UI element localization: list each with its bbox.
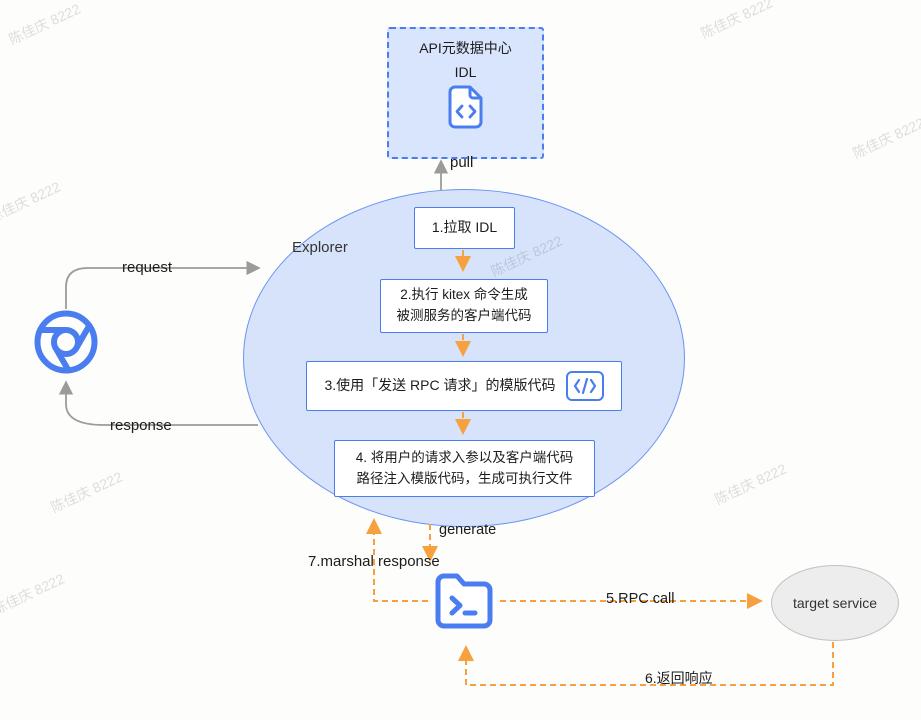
watermark: 陈佳庆 8222 xyxy=(0,178,63,226)
target-service-node: target service xyxy=(771,565,899,641)
watermark: 陈佳庆 8222 xyxy=(850,114,921,162)
browser-chrome-icon xyxy=(34,310,98,374)
api-metadata-center-node: API元数据中心 IDL xyxy=(387,27,544,159)
return-response-label: 6.返回响应 xyxy=(645,670,713,686)
api-center-title: API元数据中心 xyxy=(419,40,512,56)
rpc-call-label: 5.RPC call xyxy=(606,591,675,607)
response-label: response xyxy=(110,417,172,434)
step-2-box: 2.执行 kitex 命令生成 被测服务的客户端代码 xyxy=(380,279,548,333)
watermark: 陈佳庆 8222 xyxy=(48,468,125,516)
step-1-text: 1.拉取 IDL xyxy=(431,219,498,236)
watermark: 陈佳庆 8222 xyxy=(6,0,83,48)
request-label: request xyxy=(122,259,173,276)
idl-file-code-icon xyxy=(448,85,482,129)
step-3-box: 3.使用「发送 RPC 请求」的模版代码 xyxy=(306,361,622,411)
generate-label: generate xyxy=(439,522,497,538)
watermark: 陈佳庆 8222 xyxy=(0,570,67,618)
watermark: 陈佳庆 8222 xyxy=(698,0,775,42)
step-4-box: 4. 将用户的请求入参以及客户端代码 路径注入模版代码，生成可执行文件 xyxy=(334,440,595,497)
step-1-box: 1.拉取 IDL xyxy=(414,207,515,249)
marshal-response-label: 7.marshal response xyxy=(308,553,440,570)
step-4-text: 4. 将用户的请求入参以及客户端代码 路径注入模版代码，生成可执行文件 xyxy=(355,449,574,486)
explorer-label: Explorer xyxy=(292,239,348,256)
terminal-folder-icon xyxy=(435,573,493,629)
target-service-label: target service xyxy=(792,595,878,611)
step-3-text: 3.使用「发送 RPC 请求」的模版代码 xyxy=(324,377,556,394)
code-template-icon xyxy=(565,371,604,401)
idl-label: IDL xyxy=(454,64,477,80)
pull-label: pull xyxy=(450,154,474,171)
watermark: 陈佳庆 8222 xyxy=(712,460,789,508)
step-2-text: 2.执行 kitex 命令生成 被测服务的客户端代码 xyxy=(396,287,532,323)
